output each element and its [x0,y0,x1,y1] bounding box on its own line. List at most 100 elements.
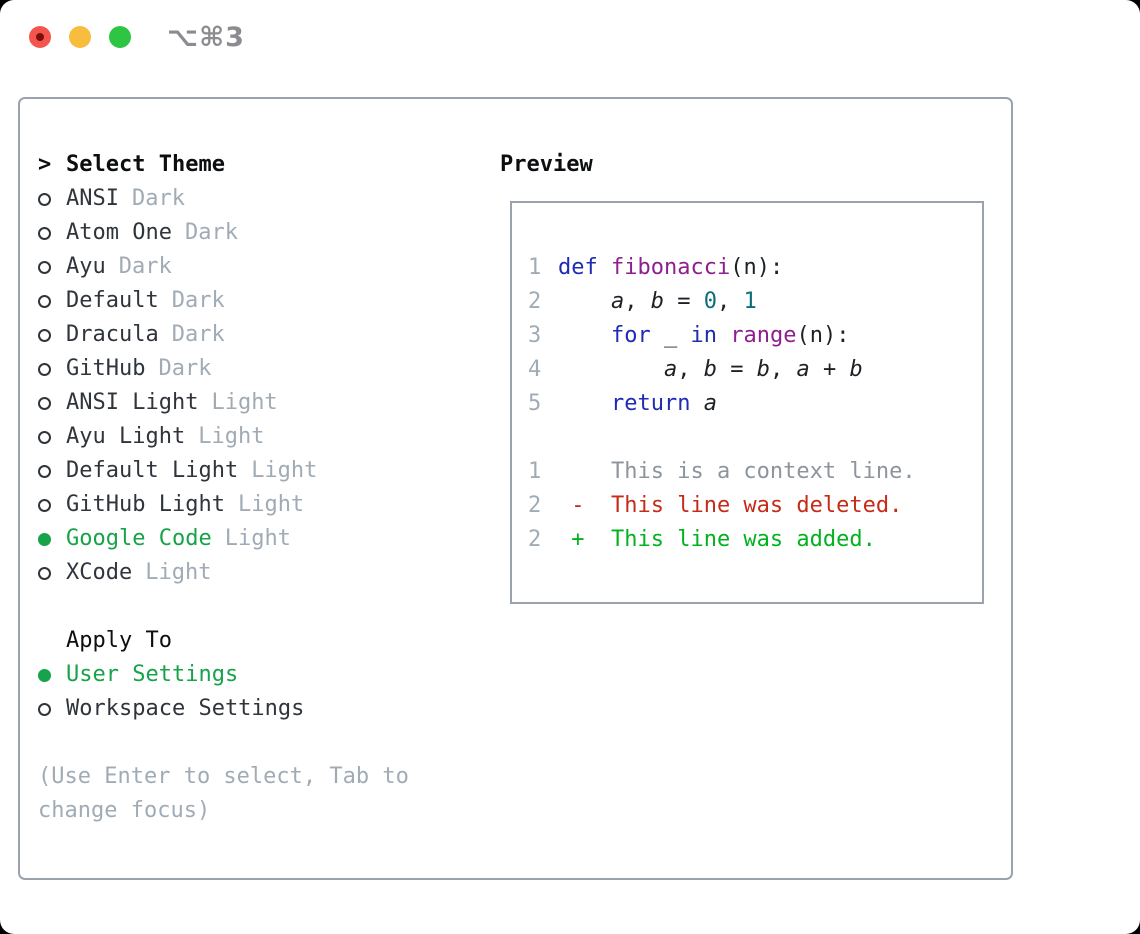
option-variant-label: Dark [118,254,172,279]
radio-unselected-icon [38,396,51,410]
option-label: XCode [66,560,133,585]
theme-option[interactable]: Default Light Light [38,454,458,488]
line-number: 2 [528,493,542,518]
select-theme-title: Select Theme [66,152,225,177]
option-variant-label: Light [224,526,291,551]
minimize-button[interactable] [69,26,91,48]
option-variant-label: Dark [171,322,225,347]
radio-marker [38,386,66,420]
option-label: Ayu [66,254,106,279]
option-label: GitHub Light [66,492,225,517]
theme-option[interactable]: Google Code Light [38,522,458,556]
option-label: ANSI Light [66,390,199,415]
preview-line-deleted: 2 - This line was deleted. [528,489,982,523]
line-content: - This line was deleted. [558,493,903,518]
preview-line-code: 3 for _ in range(n): [528,319,982,353]
line-content: return a [610,391,717,416]
spacer [38,590,458,624]
radio-selected-icon [38,532,51,546]
theme-option[interactable]: GitHub Dark [38,352,458,386]
theme-option[interactable]: GitHub Light Light [38,488,458,522]
theme-option[interactable]: Default Dark [38,284,458,318]
line-number: 4 [528,357,542,382]
focus-prompt-icon: > [38,152,52,177]
radio-marker [38,420,66,454]
radio-unselected-icon [38,498,51,512]
option-variant-label: Dark [131,186,185,211]
preview-title: Preview [500,152,593,177]
option-label: ANSI [66,186,119,211]
radio-marker [38,284,66,318]
option-label: Atom One [66,220,172,245]
option-label: Default Light [66,458,239,483]
option-label: Default [66,288,159,313]
radio-unselected-icon [38,464,51,478]
theme-option[interactable]: XCode Light [38,556,458,590]
radio-unselected-icon [38,294,51,308]
radio-unselected-icon [38,566,51,580]
radio-marker [38,556,66,590]
radio-unselected-icon [38,328,51,342]
radio-selected-icon [38,668,51,682]
radio-marker [38,352,66,386]
line-number: 1 [528,255,542,280]
radio-unselected-icon [38,192,51,206]
line-number: 5 [528,391,542,416]
line-number: 1 [528,459,542,484]
line-number: 2 [528,527,542,552]
apply-option[interactable]: Workspace Settings [38,692,458,726]
radio-unselected-icon [38,260,51,274]
maximize-button[interactable] [109,26,131,48]
apply-to-title: Apply To [66,628,172,653]
line-number [528,421,541,455]
radio-unselected-icon [38,362,51,376]
radio-marker [38,692,66,726]
line-content: def fibonacci(n): [558,255,784,280]
radio-marker [38,522,66,556]
apply-to-header: Apply To [38,624,458,658]
line-content: + This line was added. [558,527,876,552]
option-variant-label: Light [211,390,278,415]
window-title-shortcut: ⌥⌘3 [167,21,245,53]
option-label: Dracula [66,322,159,347]
apply-option[interactable]: User Settings [38,658,458,692]
theme-option[interactable]: ANSI Light Light [38,386,458,420]
option-variant-label: Dark [158,356,212,381]
radio-marker [38,454,66,488]
select-theme-header: > Select Theme [38,148,458,182]
help-text: (Use Enter to select, Tab to change focu… [38,764,409,823]
option-variant-label: Light [251,458,318,483]
preview-line-code: 2 a, b = 0, 1 [528,285,982,319]
radio-unselected-icon [38,226,51,240]
theme-option[interactable]: Ayu Dark [38,250,458,284]
theme-option[interactable]: ANSI Dark [38,182,458,216]
line-number: 3 [528,323,542,348]
option-label: GitHub [66,356,146,381]
option-variant-label: Light [237,492,305,517]
line-content: a, b = 0, 1 [610,289,757,314]
spacer [38,726,458,760]
close-button[interactable] [29,26,51,48]
radio-marker [38,182,66,216]
radio-marker [38,216,66,250]
option-variant-label: Light [145,560,212,585]
option-label: User Settings [66,662,239,687]
line-content: This is a context line. [558,459,916,484]
titlebar: ⌥⌘3 [29,22,245,53]
option-label: Google Code [66,526,212,551]
preview-line-code: 1 def fibonacci(n): [528,251,982,285]
theme-option[interactable]: Dracula Dark [38,318,458,352]
preview-line-code: 4 a, b = b, a + b [528,353,982,387]
preview-line-blank [528,421,982,455]
close-dot-icon [36,33,44,41]
preview-line-context: 1 This is a context line. [528,455,982,489]
option-variant-label: Dark [171,288,225,313]
preview-line-code: 5 return a [528,387,982,421]
